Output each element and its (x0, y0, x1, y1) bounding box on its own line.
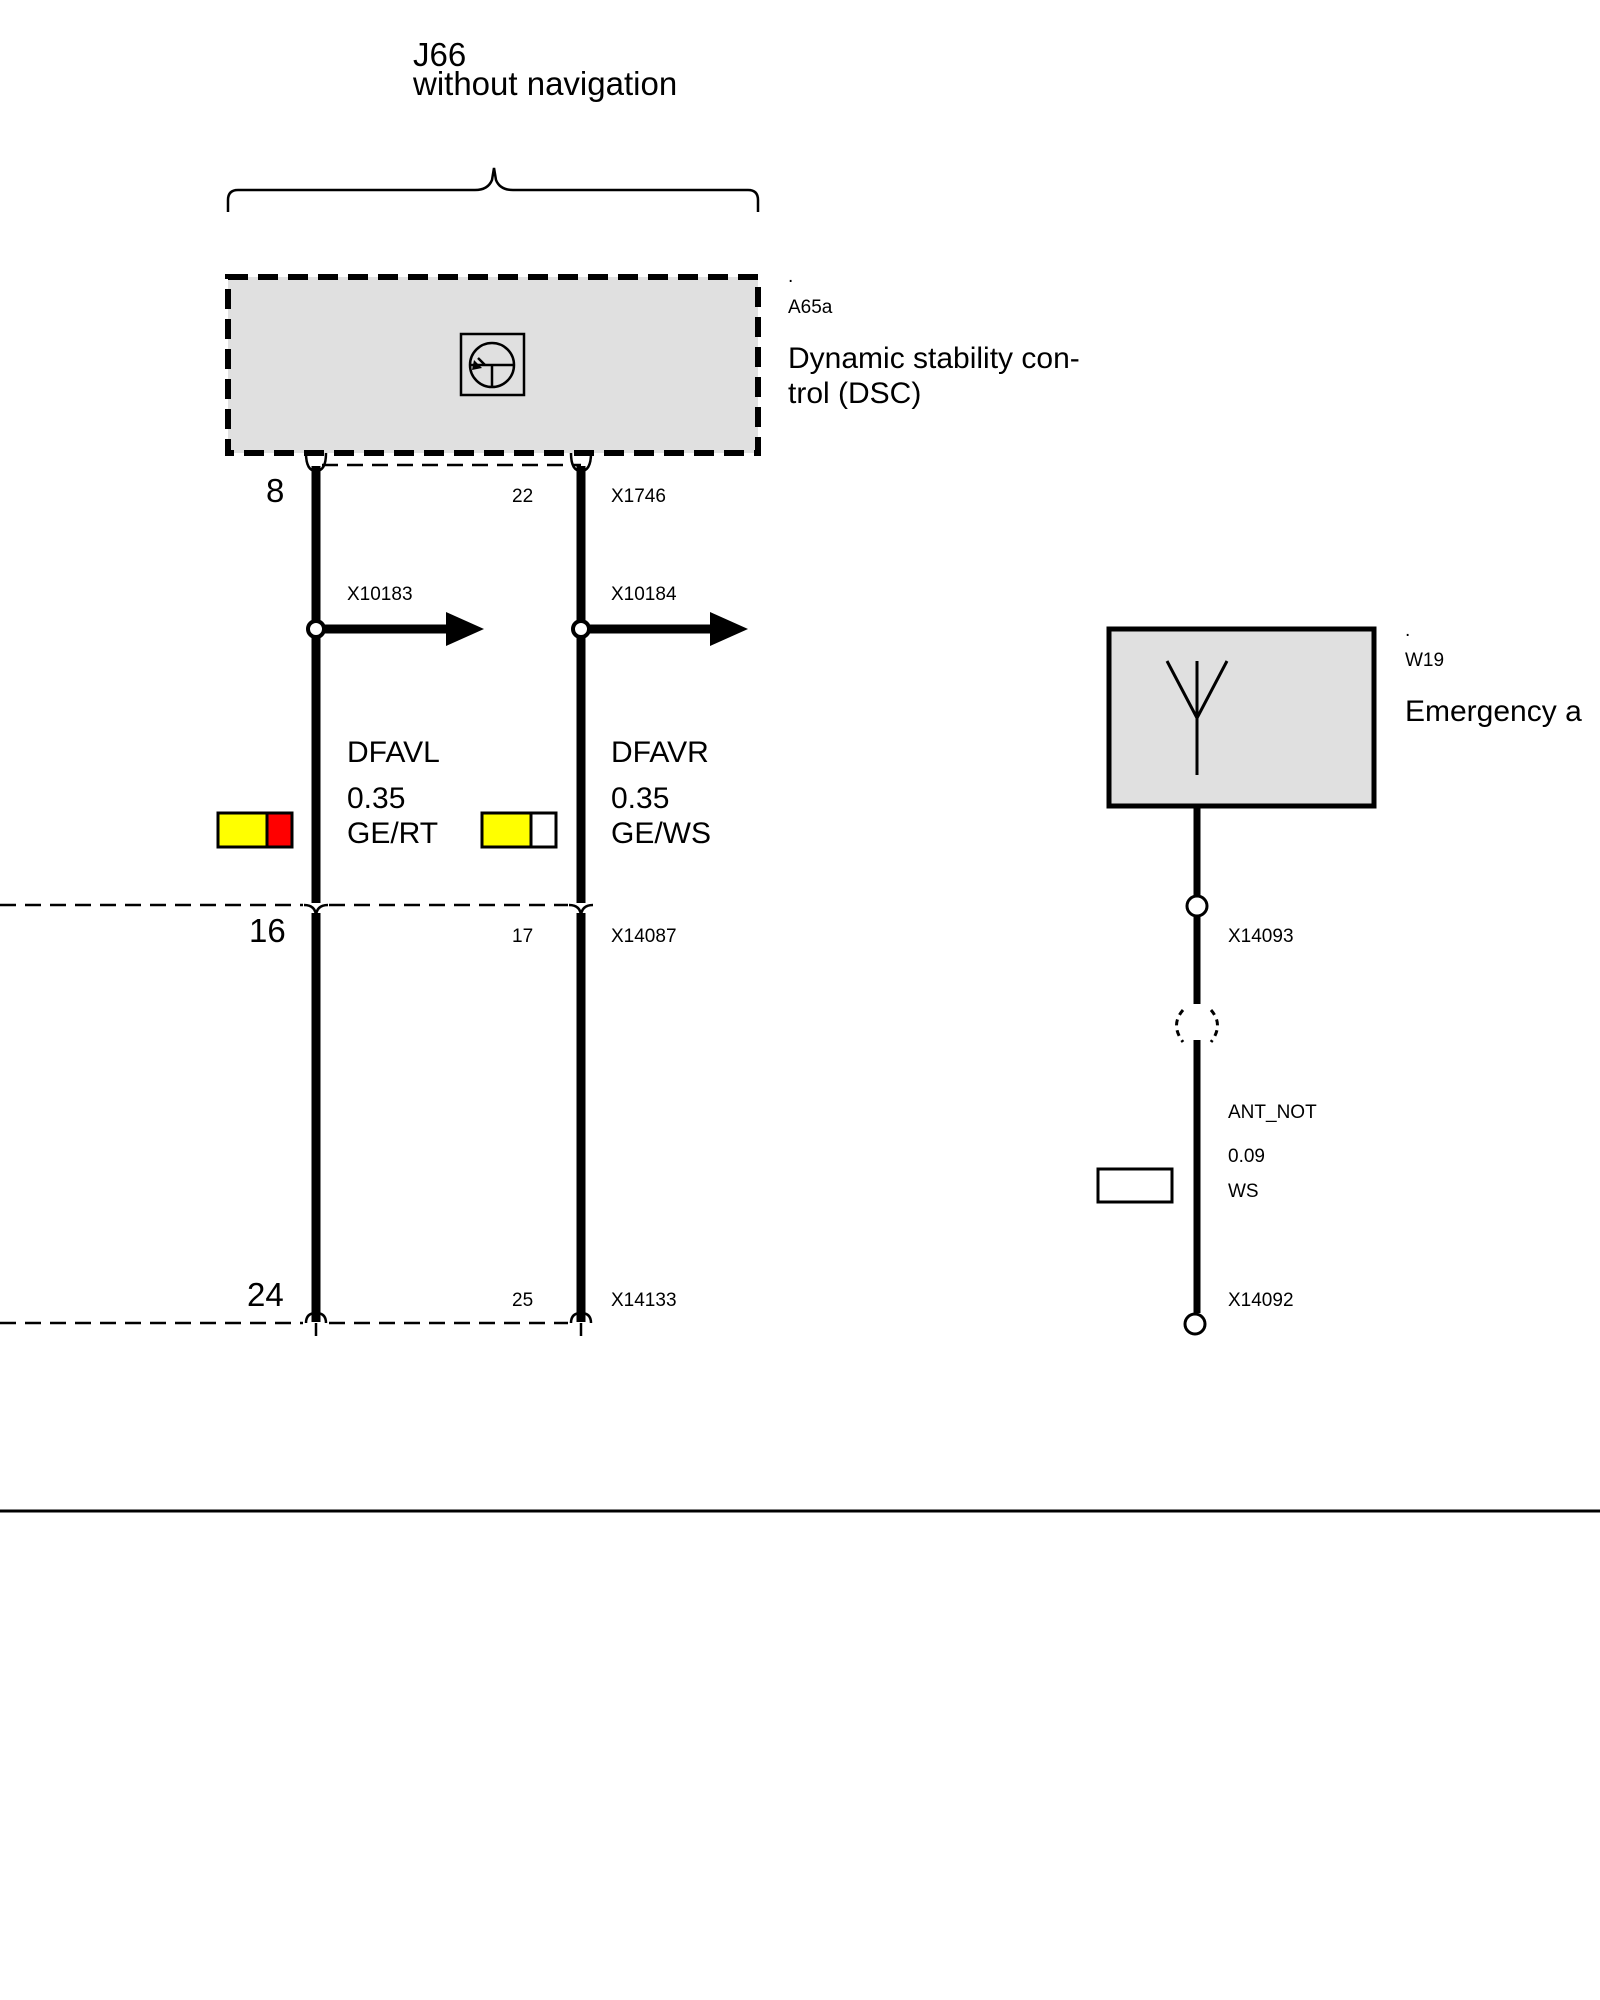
group-subtitle: without navigation (412, 65, 677, 102)
pin-socket-right (569, 1311, 593, 1324)
antenna-wire-gauge: 0.09 (1228, 1146, 1265, 1167)
splice-x10183-label: X10183 (347, 584, 413, 605)
connector-x1746: 8 22 X1746 (266, 452, 666, 509)
wire-signal: DFAVR (611, 736, 709, 769)
connector-x14087-label: X14087 (611, 926, 677, 947)
connector-x14093-node (1185, 894, 1209, 918)
antenna-wire-signal: ANT_NOT (1228, 1102, 1317, 1123)
dsc-dot: . (788, 266, 793, 287)
antenna-box (1106, 626, 1377, 809)
dsc-module[interactable]: . A65a Dynamic stability con- trol (DSC) (225, 266, 1080, 456)
splice-x10184[interactable]: X10184 (571, 584, 748, 646)
connector-x14092-node (1183, 1312, 1207, 1336)
connector-x14093-label: X14093 (1228, 926, 1294, 947)
wire-color-code: GE/RT (347, 817, 438, 850)
wire-color-swatch (1096, 1167, 1174, 1204)
wire-gauge: 0.35 (611, 782, 669, 815)
antenna-wire-color-code: WS (1228, 1181, 1259, 1202)
antenna-code: W19 (1405, 650, 1444, 671)
antenna-dot: . (1405, 620, 1410, 641)
pin-22-label: 22 (512, 486, 533, 507)
antenna-name: Emergency a (1405, 695, 1582, 728)
pin-25-label: 25 (512, 1290, 533, 1311)
splice-node (571, 619, 591, 639)
connector-x14133: 24 25 X14133 (0, 1276, 677, 1336)
group-header: J66 without navigation (226, 36, 760, 212)
antenna-module[interactable]: . W19 Emergency a (1106, 620, 1582, 809)
connector-x14092-label: X14092 (1228, 1290, 1294, 1311)
shield-icon (1175, 1009, 1219, 1043)
connector-x1746-label: X1746 (611, 486, 666, 507)
wire-gauge: 0.35 (347, 782, 405, 815)
antenna-icon (1165, 660, 1229, 775)
dsc-name-line2: trol (DSC) (788, 377, 921, 410)
pin-24-label: 24 (247, 1276, 284, 1313)
pin-17-label: 17 (512, 926, 533, 947)
transistor-icon (459, 332, 526, 397)
dsc-code: A65a (788, 297, 833, 318)
splice-x10183[interactable]: X10183 (306, 584, 484, 646)
wire-label-dfavl: DFAVL 0.35 GE/RT (216, 736, 440, 850)
wire-color-code: GE/WS (611, 817, 711, 850)
group-brace (226, 167, 760, 212)
wire-label-dfavr: DFAVR 0.35 GE/WS (480, 736, 711, 850)
splice-node (306, 619, 326, 639)
group-title: J66 (413, 36, 466, 73)
arrow-right-icon (710, 612, 748, 646)
pin-16-label: 16 (249, 912, 286, 949)
connector-x14133-label: X14133 (611, 1290, 677, 1311)
connector-x14087: 16 17 X14087 (0, 903, 677, 949)
arrow-right-icon (446, 612, 484, 646)
dsc-name-line1: Dynamic stability con- (788, 342, 1080, 375)
wire-color-swatch (480, 811, 558, 849)
splice-x10184-label: X10184 (611, 584, 677, 605)
pin-8-label: 8 (266, 472, 284, 509)
wire-signal: DFAVL (347, 736, 440, 769)
wire-color-swatch (216, 811, 294, 849)
pin-socket-left (304, 1311, 328, 1324)
antenna-cable[interactable]: X14093 ANT_NOT 0.09 WS X14092 (1096, 806, 1317, 1336)
